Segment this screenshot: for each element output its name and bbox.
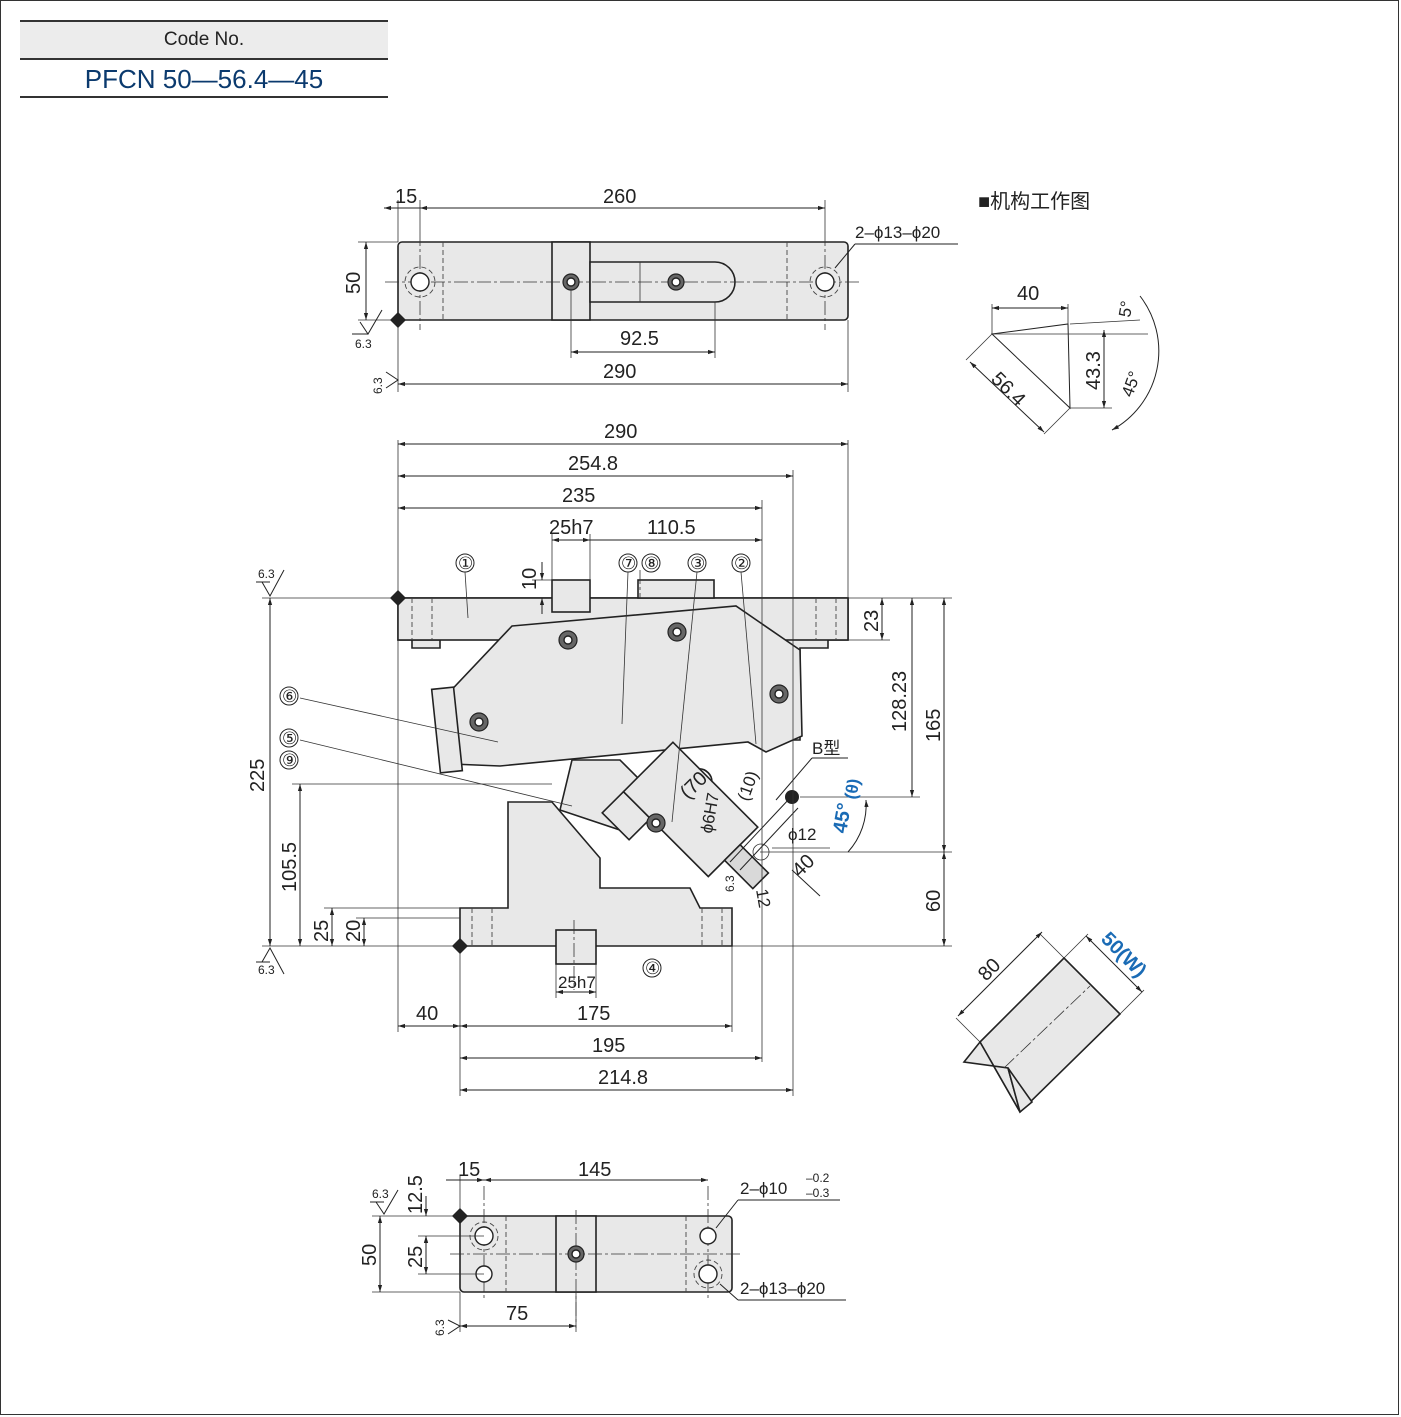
dim-12: 12	[752, 887, 774, 909]
dim-23: 23	[861, 610, 883, 632]
base-block-4	[459, 801, 733, 947]
dim-15: 15	[458, 1159, 480, 1181]
type-label: B型	[812, 739, 840, 758]
bottom-view: 15 145 12.5 25 50 75 2–ϕ10 –0.2 –0.3 2–ϕ…	[359, 1159, 846, 1336]
angle-label: 45°	[829, 801, 856, 835]
mount-hole-left	[410, 272, 430, 292]
dim-260: 260	[603, 186, 636, 208]
part-1: ①	[458, 554, 473, 573]
dim-10: 10	[519, 568, 541, 590]
dim-80: 80	[974, 954, 1005, 985]
front-view: ① ② ③ ④ ⑤ ⑥ ⑦ ⑧ ⑨ 290 254.8 235	[247, 421, 952, 1096]
dim-56-4: 56.4	[986, 368, 1029, 411]
pin-hole	[699, 1227, 717, 1245]
part-5: ⑤	[282, 729, 297, 748]
hole-note-b: 2–ϕ13–ϕ20	[740, 1279, 825, 1298]
part-8: ⑧	[644, 554, 659, 573]
dim-214-8: 214.8	[598, 1067, 648, 1089]
dim-50: 50	[359, 1244, 381, 1266]
part-4: ④	[645, 959, 660, 978]
dim-45deg: 45°	[1118, 369, 1145, 400]
roughness-mark: 6.3	[355, 337, 372, 351]
roughness-mark: 6.3	[258, 963, 275, 977]
dim-40: 40	[1017, 283, 1039, 305]
dim-20: 20	[343, 920, 365, 942]
code-value: PFCN 50—56.4—45	[20, 60, 388, 98]
dim-290: 290	[603, 361, 636, 383]
iso-view: 80 50(W)	[955, 928, 1151, 1114]
dim-25: 25	[405, 1246, 427, 1268]
roughness-mark: 6.3	[372, 1187, 389, 1201]
mount-hole-right	[815, 272, 835, 292]
dim-phi12: ϕ12	[788, 825, 816, 844]
hole-note: 2–ϕ13–ϕ20	[855, 223, 940, 242]
dim-12-5: 12.5	[405, 1175, 427, 1214]
punch-holder	[601, 741, 770, 890]
dim-15: 15	[395, 186, 417, 208]
dim-235: 235	[562, 485, 595, 507]
part-labels: ① ② ③ ④ ⑤ ⑥ ⑦ ⑧ ⑨	[279, 553, 757, 978]
roughness-mark: 6.3	[723, 875, 737, 892]
bolt-hole	[698, 1264, 718, 1284]
part-2: ②	[734, 554, 749, 573]
dim-25: 25	[311, 920, 333, 942]
dim-225: 225	[247, 759, 269, 792]
dim-25h7: 25h7	[549, 517, 594, 539]
dim-165: 165	[923, 709, 945, 742]
theta-label: (θ)	[841, 777, 863, 801]
dim-60: 60	[923, 890, 945, 912]
dim-254-8: 254.8	[568, 453, 618, 475]
roughness-mark: 6.3	[371, 377, 385, 394]
dim-5deg: 5°	[1115, 299, 1137, 318]
key-top	[551, 579, 591, 613]
part-7: ⑦	[621, 554, 636, 573]
roughness-mark: 6.3	[258, 567, 275, 581]
iso-wedge	[1007, 1067, 1034, 1114]
code-label: Code No.	[20, 20, 388, 60]
top-view: 15 260 50 92.5 290 2–ϕ13–ϕ20 6.3 6.3	[343, 186, 958, 394]
dim-43-3: 43.3	[1083, 351, 1105, 390]
mechanism-title: ■机构工作图	[978, 190, 1090, 213]
dim-40: 40	[416, 1003, 438, 1025]
code-block: Code No. PFCN 50—56.4—45	[20, 20, 388, 98]
iso-top-face	[979, 956, 1122, 1114]
dim-290: 290	[604, 421, 637, 443]
side-guide	[430, 686, 464, 774]
dim-128-23: 128.23	[889, 671, 911, 732]
dim-50: 50	[343, 272, 365, 294]
dim-25h7-bottom: 25h7	[558, 973, 596, 992]
punch-tip	[785, 790, 799, 804]
roughness-mark: 6.3	[433, 1319, 447, 1336]
dim-175: 175	[577, 1003, 610, 1025]
tol-lower: –0.3	[806, 1186, 830, 1200]
part-3: ③	[690, 554, 705, 573]
tol-upper: –0.2	[806, 1171, 830, 1185]
dim-75: 75	[506, 1303, 528, 1325]
dim-195: 195	[592, 1035, 625, 1057]
hole-note-a: 2–ϕ10	[740, 1179, 787, 1198]
dim-10b: (10)	[734, 768, 762, 803]
dim-110-5: 110.5	[647, 517, 696, 539]
mechanism-diagram: ■机构工作图 40 43.3 56.4 5° 45°	[965, 190, 1160, 435]
part-6: ⑥	[282, 687, 297, 706]
dim-92-5: 92.5	[620, 328, 659, 350]
part-9: ⑨	[282, 751, 297, 770]
key-bottom	[555, 929, 597, 965]
guide-top	[637, 579, 715, 599]
dim-145: 145	[578, 1159, 611, 1181]
dim-105-5: 105.5	[279, 842, 301, 892]
